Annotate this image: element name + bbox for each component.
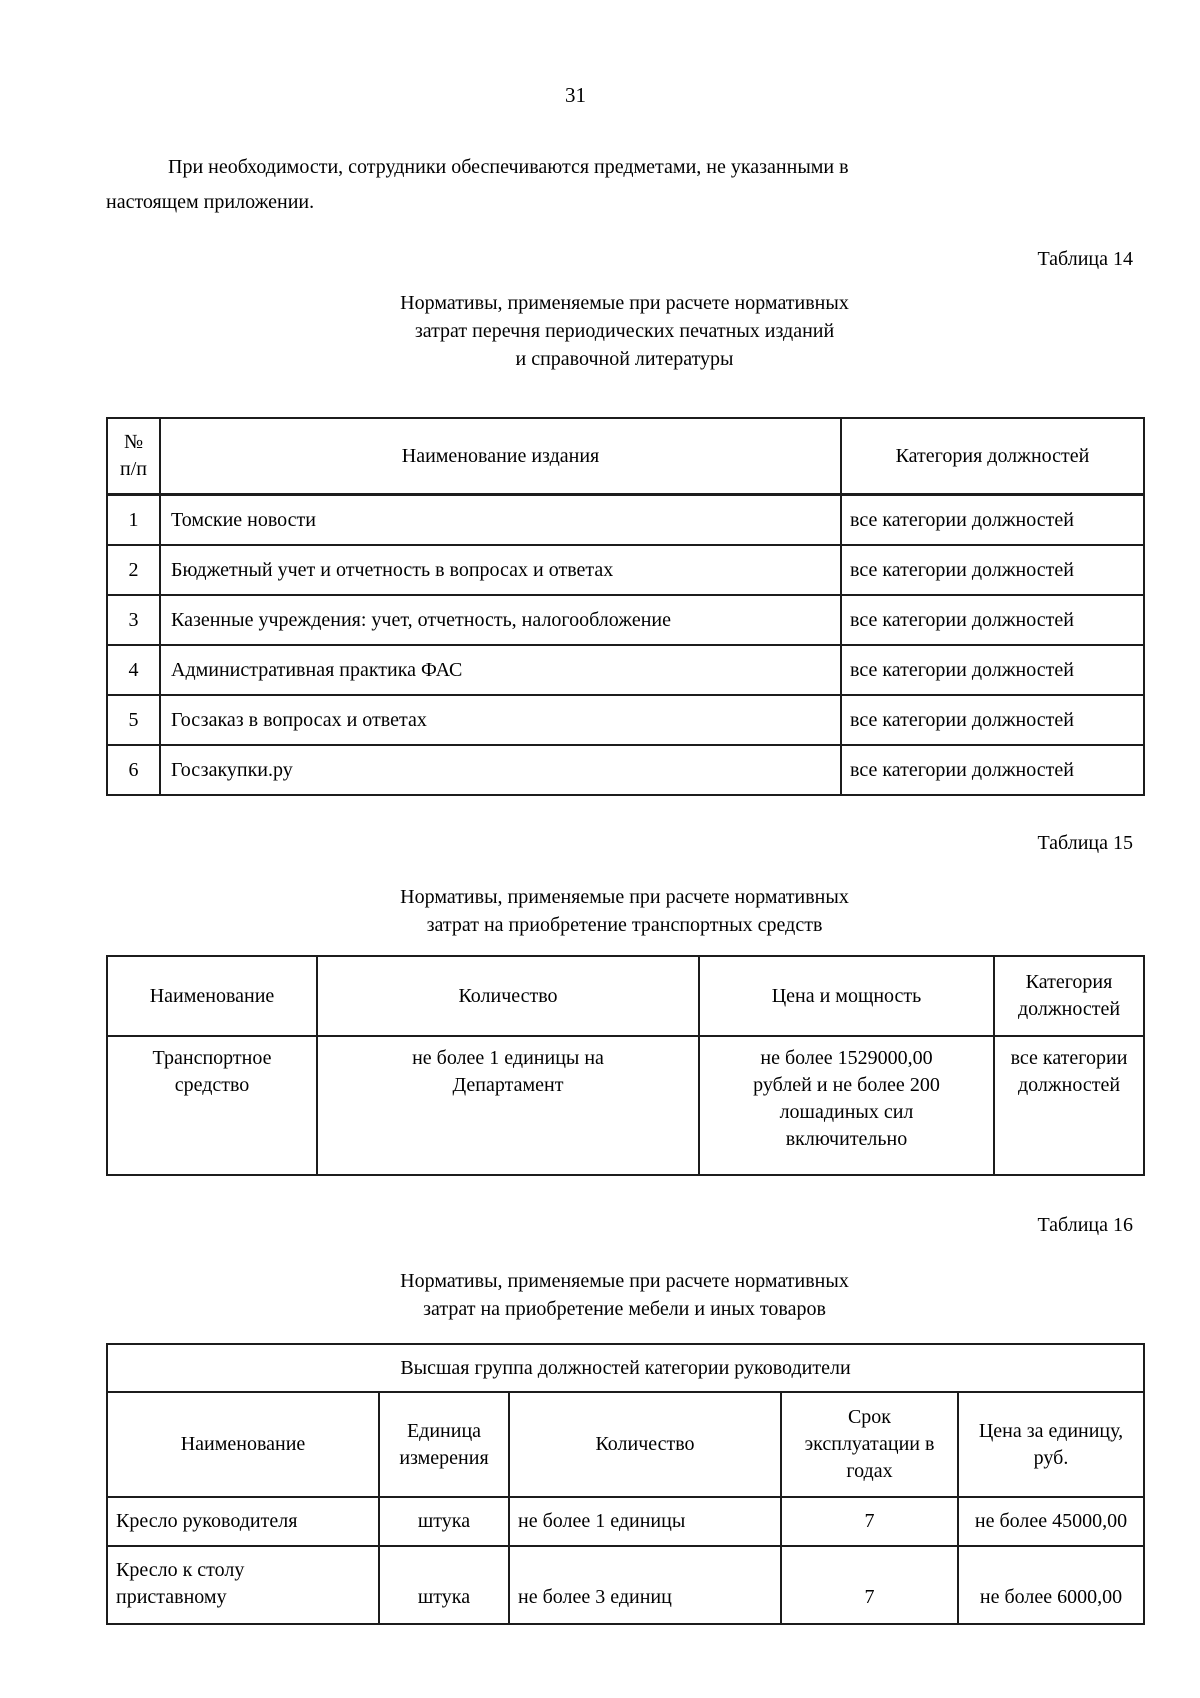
- table15-header-price-power: Цена и мощность: [698, 955, 995, 1037]
- row-name: Административная практика ФАС: [159, 644, 842, 696]
- table16-header-row: Наименование Единица измерения Количеств…: [106, 1391, 1146, 1498]
- table-row: 1 Томские новости все категории должност…: [106, 493, 1145, 546]
- table16-title: Нормативы, применяемые при расчете норма…: [106, 1267, 1143, 1323]
- table15-title: Нормативы, применяемые при расчете норма…: [106, 883, 1143, 939]
- row-unit: штука: [378, 1496, 510, 1547]
- table-row: 5 Госзаказ в вопросах и ответах все кате…: [106, 694, 1145, 746]
- row-name: Госзаказ в вопросах и ответах: [159, 694, 842, 746]
- row-num: 4: [106, 644, 161, 696]
- table14-header-row: № п/п Наименование издания Категория дол…: [106, 417, 1145, 496]
- row-category: все категории должностей: [840, 644, 1145, 696]
- table-row: 2 Бюджетный учет и отчетность в вопросах…: [106, 544, 1145, 596]
- table16-header-price: Цена за единицу, руб.: [956, 1391, 1146, 1498]
- row-lifetime: 7: [780, 1545, 959, 1625]
- row-category: все категории должностей: [840, 694, 1145, 746]
- table16-title-line2: затрат на приобретение мебели и иных тов…: [423, 1298, 826, 1320]
- table15-header-quantity: Количество: [316, 955, 700, 1037]
- table15-header-category: Категория должностей: [993, 955, 1145, 1037]
- table16-header-lifetime: Срок эксплуатации в годах: [780, 1391, 959, 1498]
- table15-title-line2: затрат на приобретение транспортных сред…: [426, 914, 823, 936]
- row-num: 6: [106, 744, 161, 796]
- table16-header-quantity: Количество: [508, 1391, 782, 1498]
- table16-header-name: Наименование: [106, 1391, 380, 1498]
- row-category: все категории должностей: [993, 1035, 1145, 1176]
- table16-furniture: Высшая группа должностей категории руков…: [105, 1343, 1146, 1625]
- table14-title-line1: Нормативы, применяемые при расчете норма…: [400, 292, 849, 314]
- table-row: Кресло к столу приставному штука не боле…: [106, 1545, 1146, 1625]
- table15-label: Таблица 15: [1037, 832, 1133, 854]
- row-unit: штука: [378, 1545, 510, 1625]
- table15-vehicles: Наименование Количество Цена и мощность …: [106, 955, 1145, 1176]
- row-name: Томские новости: [159, 493, 842, 546]
- table-row: Кресло руководителя штука не более 1 еди…: [106, 1496, 1146, 1547]
- table14-header-num: № п/п: [106, 417, 161, 496]
- row-num: 3: [106, 594, 161, 646]
- intro-paragraph: При необходимости, сотрудники обеспечива…: [106, 156, 849, 213]
- row-name: Бюджетный учет и отчетность в вопросах и…: [159, 544, 842, 596]
- row-num: 2: [106, 544, 161, 596]
- row-price-power: не более 1529000,00 рублей и не более 20…: [698, 1035, 995, 1176]
- table-row: 3 Казенные учреждения: учет, отчетность,…: [106, 594, 1145, 646]
- table15-header-row: Наименование Количество Цена и мощность …: [106, 955, 1145, 1037]
- table16-header-unit: Единица измерения: [378, 1391, 510, 1498]
- table15-title-line1: Нормативы, применяемые при расчете норма…: [400, 886, 849, 908]
- row-name: Госзакупки.ру: [159, 744, 842, 796]
- row-category: все категории должностей: [840, 544, 1145, 596]
- row-name: Кресло руководителя: [106, 1496, 380, 1547]
- table14-header-name: Наименование издания: [159, 417, 842, 496]
- table-row: 6 Госзакупки.ру все категории должностей: [106, 744, 1145, 796]
- table14-title-line3: и справочной литературы: [515, 348, 734, 370]
- table16-group-header-row: Высшая группа должностей категории руков…: [105, 1343, 1146, 1393]
- row-quantity: не более 1 единицы: [508, 1496, 782, 1547]
- table16-label: Таблица 16: [1037, 1214, 1133, 1236]
- table14-periodicals: № п/п Наименование издания Категория дол…: [106, 417, 1145, 796]
- row-name: Транспортное средство: [106, 1035, 318, 1176]
- row-name: Казенные учреждения: учет, отчетность, н…: [159, 594, 842, 646]
- page-number: 31: [565, 83, 586, 107]
- row-num: 5: [106, 694, 161, 746]
- table14-label: Таблица 14: [1037, 248, 1133, 270]
- row-name: Кресло к столу приставному: [106, 1545, 380, 1625]
- table15-header-name: Наименование: [106, 955, 318, 1037]
- table16-title-line1: Нормативы, применяемые при расчете норма…: [400, 1270, 849, 1292]
- row-category: все категории должностей: [840, 594, 1145, 646]
- table14-title: Нормативы, применяемые при расчете норма…: [106, 289, 1143, 373]
- table16-group-header: Высшая группа должностей категории руков…: [105, 1343, 1146, 1393]
- table14-title-line2: затрат перечня периодических печатных из…: [414, 320, 835, 342]
- table14-header-category: Категория должностей: [840, 417, 1145, 496]
- table-row: Транспортное средство не более 1 единицы…: [106, 1035, 1145, 1176]
- row-price: не более 6000,00: [956, 1545, 1146, 1625]
- row-quantity: не более 3 единиц: [508, 1545, 782, 1625]
- row-lifetime: 7: [780, 1496, 959, 1547]
- row-quantity: не более 1 единицы на Департамент: [316, 1035, 700, 1176]
- row-category: все категории должностей: [840, 493, 1145, 546]
- row-num: 1: [106, 493, 161, 546]
- row-price: не более 45000,00: [956, 1496, 1146, 1547]
- table-row: 4 Административная практика ФАС все кате…: [106, 644, 1145, 696]
- row-category: все категории должностей: [840, 744, 1145, 796]
